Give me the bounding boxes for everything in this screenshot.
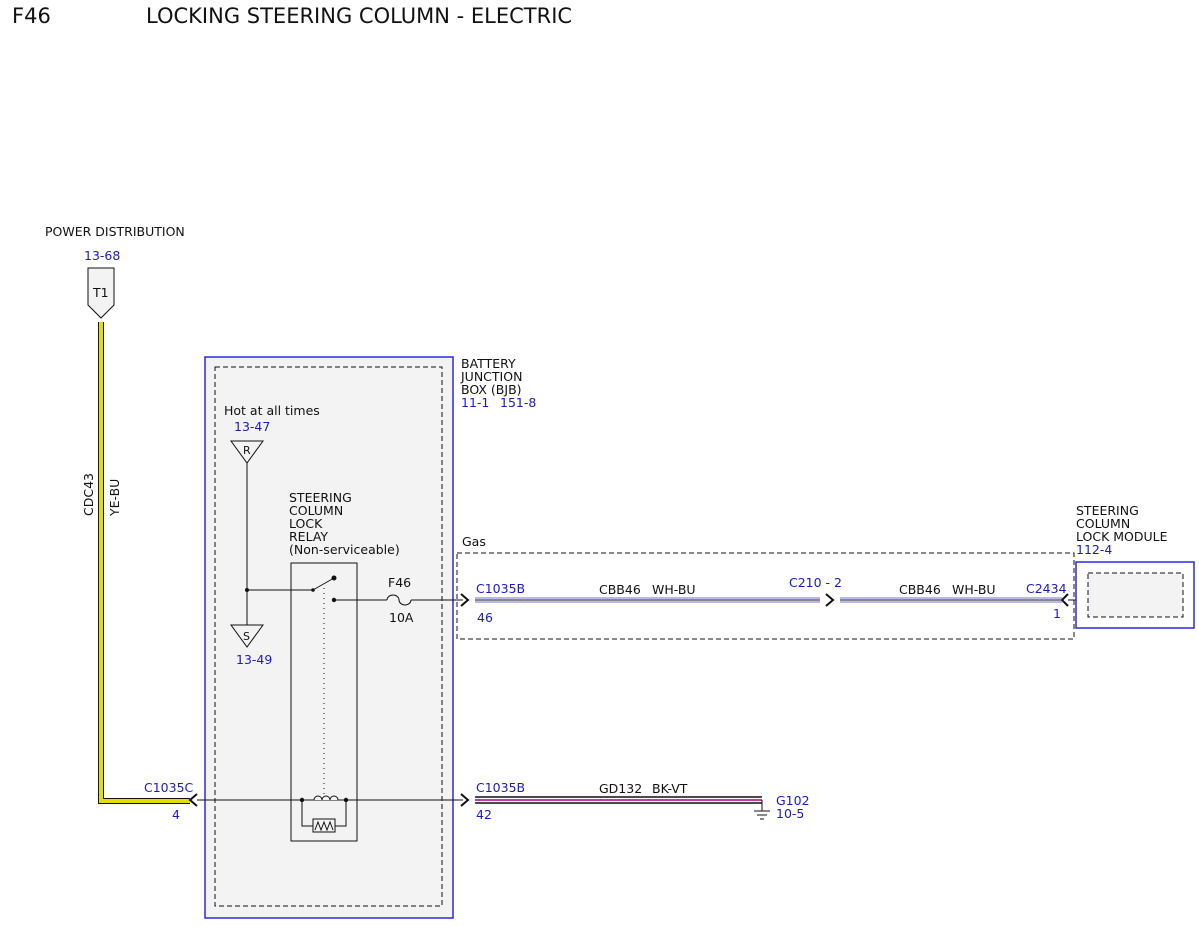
relay-name-line-5: (Non-serviceable) — [289, 542, 400, 557]
relay-name-line-1: STEERING — [289, 490, 352, 505]
c1035c-chevron-icon — [188, 793, 198, 807]
wire-cbb46-a — [475, 597, 820, 603]
relay-box — [290, 562, 358, 842]
relay-name-line-3: LOCK — [289, 516, 323, 531]
module-name-line-2: COLUMN — [1076, 516, 1130, 531]
relay-resistor-icon — [312, 818, 336, 833]
wire-cdc43-color: YE-BU — [107, 479, 122, 517]
hot-ref[interactable]: 13-47 — [234, 419, 270, 434]
c2434-chevron-icon — [1060, 593, 1069, 607]
s-terminal: S — [230, 624, 264, 648]
signal-inline-connector[interactable]: C210 - 2 — [789, 575, 842, 590]
module-inner-box — [1087, 572, 1184, 618]
r-terminal: R — [230, 440, 264, 464]
signal-pin-left: 46 — [477, 610, 493, 625]
wire-cdc43 — [98, 322, 190, 804]
ground-ref[interactable]: 10-5 — [776, 806, 804, 821]
power-in-connector[interactable]: C1035C — [144, 780, 194, 795]
ground-id[interactable]: G102 — [776, 793, 810, 808]
ground-pin-left: 42 — [476, 807, 492, 822]
bjb-ref-b[interactable]: 151-8 — [500, 395, 536, 410]
bjb-name-line-1: BATTERY — [461, 356, 516, 371]
t1-terminal: T1 — [87, 267, 115, 319]
signal-circuit-a: CBB46 — [599, 582, 641, 597]
module-ref[interactable]: 112-4 — [1076, 542, 1112, 557]
bjb-name-line-2: JUNCTION — [460, 369, 522, 384]
c1035b-signal-chevron-icon — [460, 593, 470, 607]
signal-pin-right: 1 — [1053, 606, 1061, 621]
c1035b-ground-chevron-icon — [460, 793, 470, 807]
s-ref[interactable]: 13-49 — [236, 652, 272, 667]
signal-connector-right[interactable]: C2434 — [1026, 581, 1067, 596]
bjb-name-line-3: BOX (BJB) — [461, 382, 522, 397]
gas-region — [456, 552, 1075, 640]
relay-switch — [247, 575, 337, 603]
power-in-pin: 4 — [172, 807, 180, 822]
power-distribution-ref[interactable]: 13-68 — [84, 248, 120, 263]
gas-label: Gas — [462, 534, 486, 549]
module-name-line-1: STEERING — [1076, 503, 1139, 518]
module-name-line-3: LOCK MODULE — [1076, 529, 1168, 544]
diagram-title: LOCKING STEERING COLUMN - ELECTRIC — [146, 4, 572, 28]
signal-circuit-b: CBB46 — [899, 582, 941, 597]
ground-icon — [754, 800, 770, 820]
ground-circuit: GD132 — [599, 781, 642, 796]
relay-name-line-2: COLUMN — [289, 503, 343, 518]
ground-connector-left[interactable]: C1035B — [476, 780, 525, 795]
relay-name-line-4: RELAY — [289, 529, 328, 544]
signal-connector-left[interactable]: C1035B — [476, 581, 525, 596]
s-label: S — [243, 630, 250, 643]
diagram-code: F46 — [12, 4, 51, 28]
fuse-icon — [386, 594, 412, 606]
ground-color: BK-VT — [652, 781, 688, 796]
wire-cbb46-b — [840, 597, 1062, 603]
wire-cdc43-circuit: CDC43 — [81, 473, 96, 516]
signal-color-a: WH-BU — [652, 582, 696, 597]
bjb-inner-box — [214, 366, 443, 907]
hot-at-all-times-label: Hot at all times — [224, 403, 320, 418]
t1-label: T1 — [92, 285, 109, 300]
signal-color-b: WH-BU — [952, 582, 996, 597]
fuse-name: F46 — [388, 575, 411, 590]
bjb-ref-a[interactable]: 11-1 — [461, 395, 489, 410]
wire-gd132 — [475, 796, 762, 804]
power-distribution-label: POWER DISTRIBUTION — [45, 224, 185, 239]
c210-chevron-icon — [825, 593, 835, 607]
fuse-rating: 10A — [389, 610, 414, 625]
r-label: R — [243, 444, 251, 457]
